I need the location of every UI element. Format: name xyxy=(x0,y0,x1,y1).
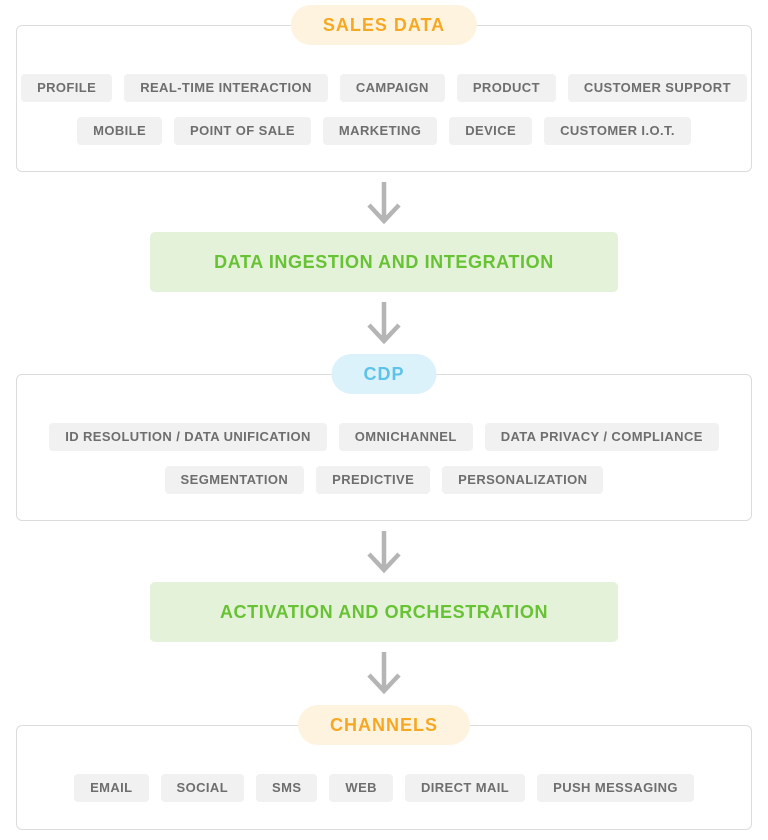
section-channels: CHANNELS EMAIL SOCIAL SMS WEB DIRECT MAI… xyxy=(16,705,752,830)
tag-customer-iot: CUSTOMER I.O.T. xyxy=(544,117,691,145)
tag-real-time-interaction: REAL-TIME INTERACTION xyxy=(124,74,328,102)
channels-row-1: EMAIL SOCIAL SMS WEB DIRECT MAIL PUSH ME… xyxy=(74,774,694,802)
down-arrow-icon-1 xyxy=(367,182,401,225)
bar-data-ingestion-and-integration: DATA INGESTION AND INTEGRATION xyxy=(150,232,618,292)
down-arrow-icon-2 xyxy=(367,302,401,345)
sales-data-box: PROFILE REAL-TIME INTERACTION CAMPAIGN P… xyxy=(16,25,752,172)
section-sales-data: SALES DATA PROFILE REAL-TIME INTERACTION… xyxy=(16,5,752,172)
tag-web: WEB xyxy=(329,774,393,802)
section-cdp: CDP ID RESOLUTION / DATA UNIFICATION OMN… xyxy=(16,354,752,521)
tag-point-of-sale: POINT OF SALE xyxy=(174,117,311,145)
tag-mobile: MOBILE xyxy=(77,117,163,145)
bar-activation-and-orchestration: ACTIVATION AND ORCHESTRATION xyxy=(150,582,618,642)
tag-profile: PROFILE xyxy=(21,74,113,102)
cdp-pill: CDP xyxy=(331,354,437,394)
tag-predictive: PREDICTIVE xyxy=(316,466,431,494)
down-arrow-icon-3 xyxy=(367,531,401,574)
tag-customer-support: CUSTOMER SUPPORT xyxy=(567,74,747,102)
tag-omnichannel: OMNICHANNEL xyxy=(338,423,473,451)
tag-product: PRODUCT xyxy=(456,74,556,102)
tag-segmentation: SEGMENTATION xyxy=(164,466,305,494)
channels-pill: CHANNELS xyxy=(297,705,471,745)
cdp-box: ID RESOLUTION / DATA UNIFICATION OMNICHA… xyxy=(16,374,752,521)
tag-marketing: MARKETING xyxy=(322,117,438,145)
cdp-flow-diagram: SALES DATA PROFILE REAL-TIME INTERACTION… xyxy=(0,5,768,840)
cdp-row-1: ID RESOLUTION / DATA UNIFICATION OMNICHA… xyxy=(49,423,719,451)
cdp-row-2: SEGMENTATION PREDICTIVE PERSONALIZATION xyxy=(164,466,604,494)
tag-data-privacy-compliance: DATA PRIVACY / COMPLIANCE xyxy=(484,423,719,451)
tag-id-resolution-data-unification: ID RESOLUTION / DATA UNIFICATION xyxy=(49,423,327,451)
sales-data-row-2: MOBILE POINT OF SALE MARKETING DEVICE CU… xyxy=(77,117,691,145)
sales-data-pill: SALES DATA xyxy=(290,5,478,45)
tag-push-messaging: PUSH MESSAGING xyxy=(537,774,694,802)
tag-device: DEVICE xyxy=(449,117,533,145)
tag-campaign: CAMPAIGN xyxy=(339,74,445,102)
sales-data-row-1: PROFILE REAL-TIME INTERACTION CAMPAIGN P… xyxy=(21,74,747,102)
tag-email: EMAIL xyxy=(74,774,149,802)
tag-direct-mail: DIRECT MAIL xyxy=(404,774,526,802)
tag-social: SOCIAL xyxy=(160,774,245,802)
tag-personalization: PERSONALIZATION xyxy=(442,466,604,494)
tag-sms: SMS xyxy=(256,774,318,802)
down-arrow-icon-4 xyxy=(367,652,401,695)
